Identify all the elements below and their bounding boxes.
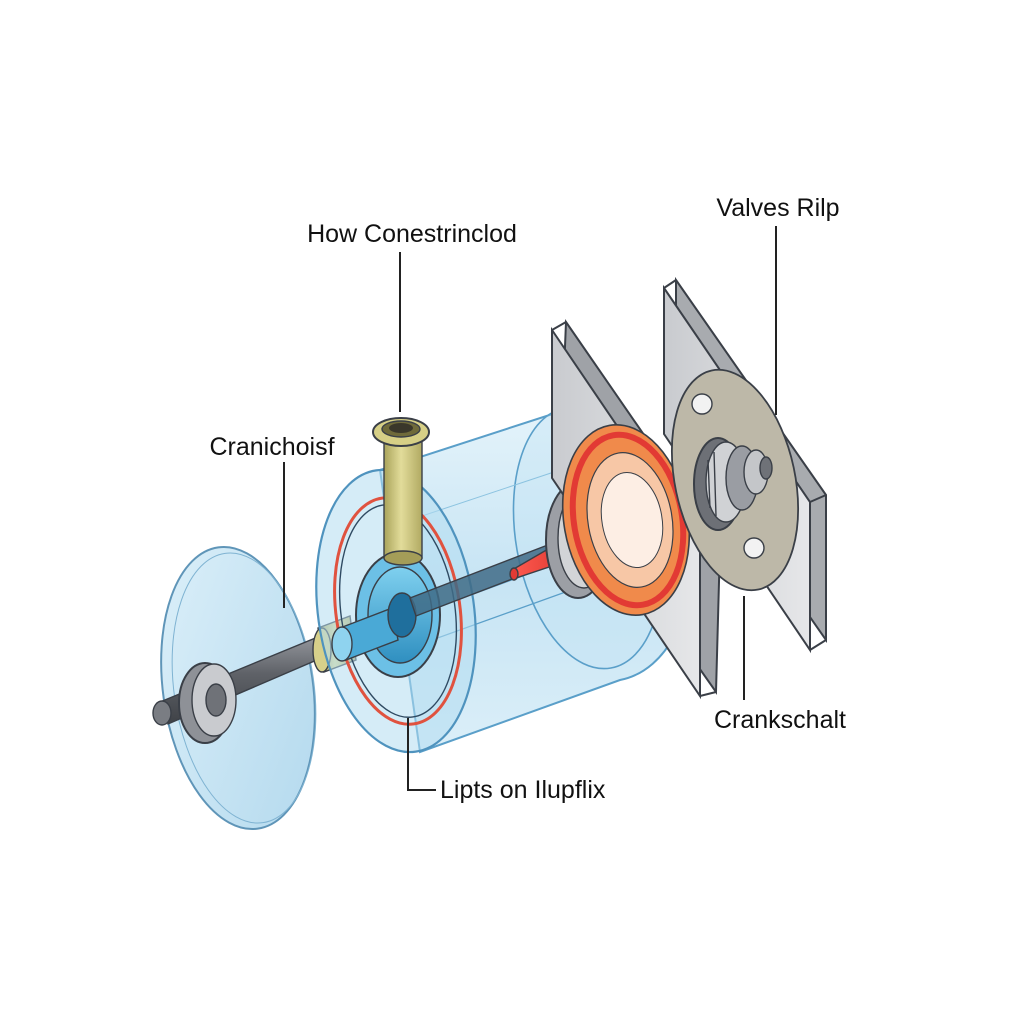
label-top-right: Valves Rilp [716,194,839,222]
label-top-center: How Conestrinclod [307,220,517,248]
shaft-collar [178,662,237,744]
label-left: Cranichoisf [209,433,334,461]
red-seal-ring [561,424,691,616]
inner-blue-hub [331,552,441,678]
label-right: Crankschalt [714,706,846,734]
leader-lines [283,226,777,791]
brass-inlet-tube [372,417,430,566]
label-bottom: Lipts on Ilupflix [440,776,606,804]
rear-bearing-stack [693,437,773,531]
